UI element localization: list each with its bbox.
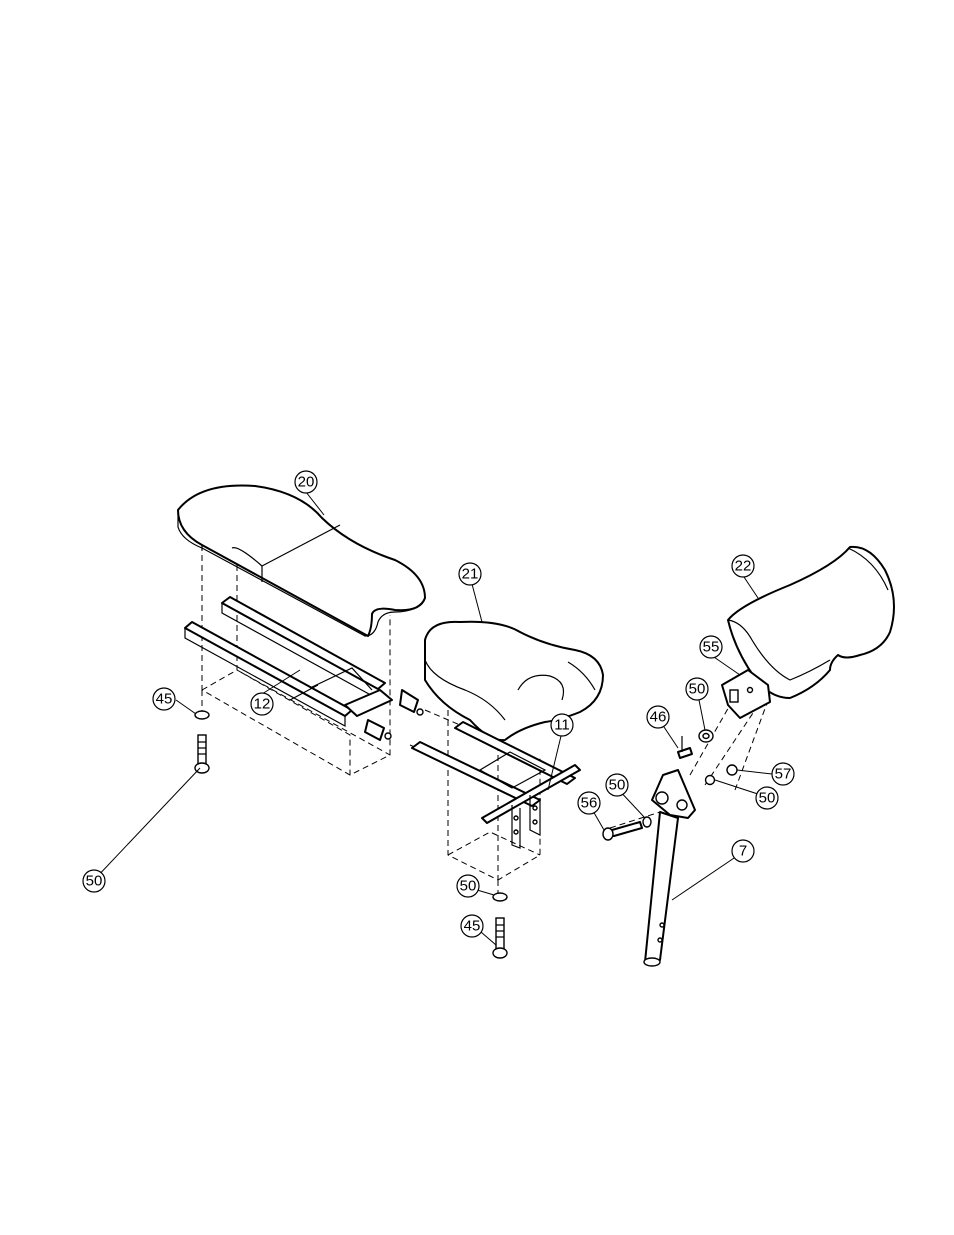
callout-7: 7 xyxy=(732,840,754,862)
callout-55: 55 xyxy=(700,636,722,658)
seat-frame xyxy=(185,597,423,740)
callout-12: 12 xyxy=(251,693,273,715)
callout-20: 20 xyxy=(295,471,317,493)
callout-45-right: 45 xyxy=(461,915,483,937)
svg-text:46: 46 xyxy=(650,709,667,726)
svg-text:56: 56 xyxy=(581,795,598,812)
callout-50-nut: 50 xyxy=(756,787,778,809)
callout-22: 22 xyxy=(732,555,754,577)
svg-text:21: 21 xyxy=(462,566,479,583)
callout-11: 11 xyxy=(551,714,573,736)
callout-46: 46 xyxy=(647,706,669,728)
callout-50-post-plate: 50 xyxy=(606,774,628,796)
seat-pad xyxy=(178,486,425,637)
front-frame xyxy=(412,722,580,848)
svg-text:57: 57 xyxy=(775,766,792,783)
callout-50-right: 50 xyxy=(457,875,479,897)
svg-text:11: 11 xyxy=(554,717,570,734)
callout-50-bracket: 50 xyxy=(686,678,708,700)
callout-50-left: 45 xyxy=(153,688,175,710)
front-seat-pad xyxy=(425,622,603,740)
svg-text:22: 22 xyxy=(735,558,752,575)
callout-45-left: 50 xyxy=(83,870,105,892)
callout-56: 56 xyxy=(578,792,600,814)
svg-text:50: 50 xyxy=(759,790,776,807)
svg-text:55: 55 xyxy=(703,639,720,656)
svg-text:50: 50 xyxy=(609,777,626,794)
back-post xyxy=(644,770,695,966)
svg-text:50: 50 xyxy=(689,681,706,698)
svg-text:50: 50 xyxy=(86,873,103,890)
callout-21: 21 xyxy=(459,563,481,585)
svg-text:20: 20 xyxy=(298,474,315,491)
svg-text:45: 45 xyxy=(156,691,173,708)
svg-text:12: 12 xyxy=(254,696,271,713)
callout-57: 57 xyxy=(772,763,794,785)
svg-text:45: 45 xyxy=(464,918,481,935)
svg-text:50: 50 xyxy=(460,878,477,895)
svg-text:7: 7 xyxy=(739,843,747,860)
